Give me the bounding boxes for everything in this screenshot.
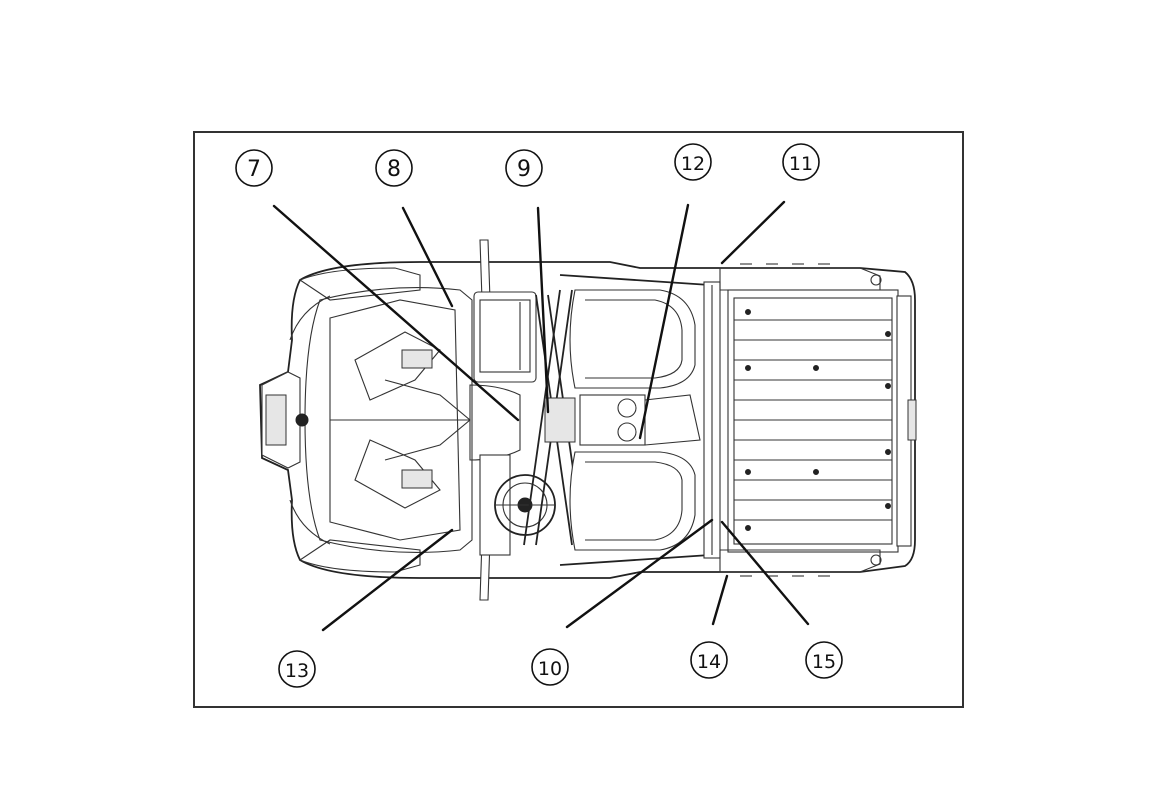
rear-fender-slots [740, 263, 830, 577]
leader-lines [272, 200, 810, 632]
callout-7: 7 [235, 149, 273, 187]
callout-11-label: 11 [789, 153, 813, 175]
callout-7-label: 7 [247, 157, 261, 182]
left-mirror [479, 239, 491, 301]
front-left-fender [298, 267, 421, 301]
callout-12-label: 12 [681, 153, 705, 175]
cargo-bed-ribs [734, 319, 892, 521]
callout-11: 11 [782, 143, 820, 181]
front-right-fender [298, 539, 421, 573]
center-console [544, 394, 701, 446]
leader-line-7 [272, 204, 520, 422]
vehicle-illustration [259, 239, 917, 601]
leader-line-15 [720, 520, 810, 626]
leader-line-9 [536, 206, 550, 414]
callout-9: 9 [505, 149, 543, 187]
callout-13-label: 13 [285, 660, 309, 682]
hood [304, 287, 473, 553]
callout-10: 10 [531, 648, 569, 686]
left-seat [569, 289, 696, 389]
callout-10-label: 10 [538, 658, 562, 680]
cargo-bed [727, 289, 917, 553]
right-seat [569, 451, 696, 551]
rear-right-fender [719, 549, 881, 573]
callout-14: 14 [690, 641, 728, 679]
callout-15-label: 15 [812, 651, 836, 673]
seats [569, 289, 696, 551]
callout-13: 13 [278, 650, 316, 688]
callout-9-label: 9 [517, 157, 531, 182]
diagram-frame [193, 131, 964, 708]
leader-line-8 [401, 206, 454, 308]
front-bumper [261, 295, 331, 545]
cockpit [469, 291, 537, 556]
rear-left-fender [719, 267, 881, 291]
leader-line-11 [720, 200, 786, 265]
leader-line-13 [321, 528, 454, 632]
callout-8: 8 [375, 149, 413, 187]
callout-12: 12 [674, 143, 712, 181]
leader-line-12 [638, 203, 690, 440]
callout-15: 15 [805, 641, 843, 679]
callout-8-label: 8 [387, 157, 401, 182]
leader-line-10 [565, 518, 714, 629]
leader-line-14 [711, 574, 729, 626]
callout-14-label: 14 [697, 651, 721, 673]
steering-wheel [494, 474, 556, 536]
